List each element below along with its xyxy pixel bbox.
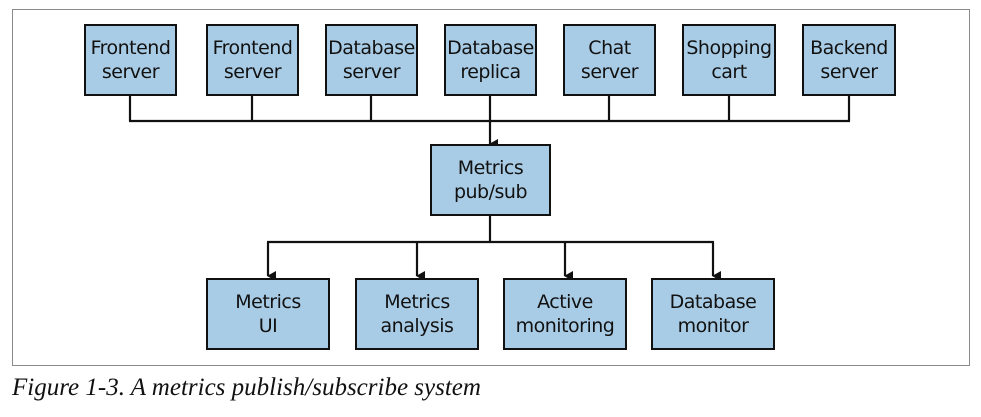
source-node-frontend-server-1: Frontend server (84, 24, 177, 96)
diagram-frame (12, 9, 970, 366)
source-node-chat-server: Chat server (563, 24, 656, 96)
consumer-node-database-monitor: Database monitor (651, 278, 775, 350)
consumer-node-metrics-ui: Metrics UI (206, 278, 330, 350)
consumer-node-active-monitoring: Active monitoring (503, 278, 627, 350)
source-node-frontend-server-2: Frontend server (206, 24, 299, 96)
consumer-node-metrics-analysis: Metrics analysis (355, 278, 479, 350)
hub-node-metrics-pubsub: Metrics pub/sub (430, 144, 551, 216)
source-node-database-server: Database server (325, 24, 418, 96)
source-node-database-replica: Database replica (444, 24, 537, 96)
source-node-shopping-cart: Shopping cart (682, 24, 776, 96)
source-node-backend-server: Backend server (802, 24, 896, 96)
figure-caption: Figure 1-3. A metrics publish/subscribe … (12, 374, 481, 401)
